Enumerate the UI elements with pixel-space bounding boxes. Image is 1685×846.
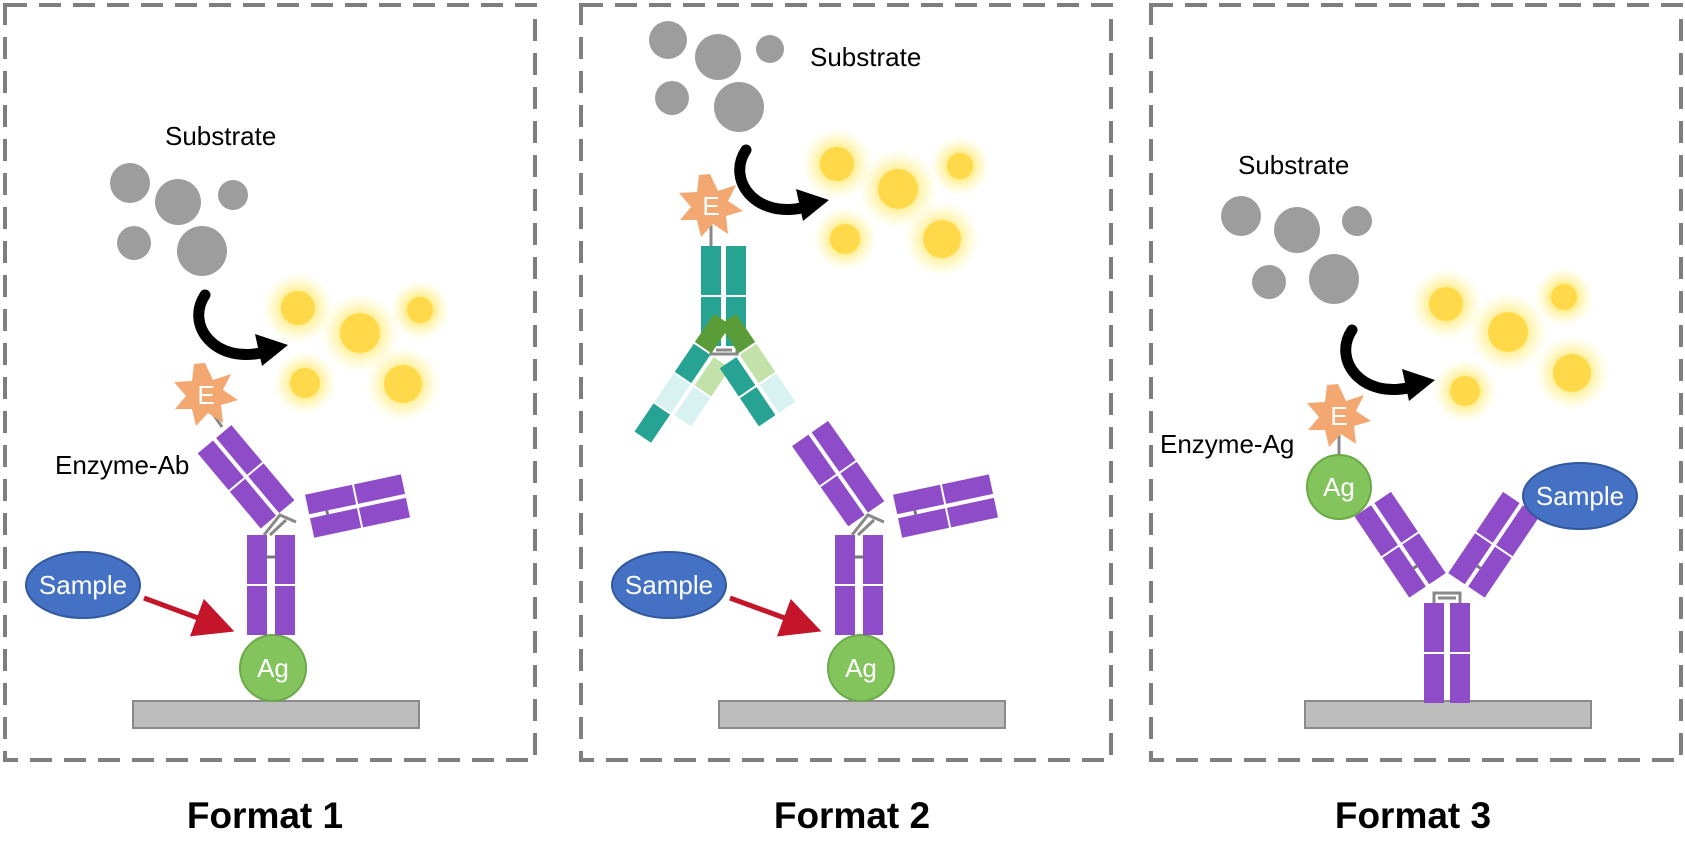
panel-border [1149, 3, 1683, 762]
antigen: Ag [1306, 454, 1372, 520]
svg-text:Sample: Sample [39, 570, 127, 600]
substrate-particles [1221, 196, 1372, 304]
substrate-label: Substrate [165, 121, 276, 151]
substrate-particles [649, 21, 784, 132]
svg-text:Ag: Ag [1323, 472, 1355, 502]
enzyme: E [679, 174, 743, 237]
conversion-arrow [193, 289, 271, 360]
colored-product [801, 128, 990, 277]
panel-title: Format 3 [1335, 795, 1491, 836]
panel-border [3, 3, 537, 762]
svg-text:Ag: Ag [845, 653, 877, 683]
plate [132, 700, 420, 729]
conjugate-label: Enzyme-Ab [55, 450, 189, 480]
panel-format-3: Substrate [1149, 3, 1683, 836]
panel-title: Format 1 [187, 795, 343, 836]
antigen: Ag [239, 634, 307, 702]
plate [1304, 700, 1592, 729]
sample: Sample [1522, 462, 1638, 530]
sample: Sample [611, 551, 727, 619]
conversion-arrow [734, 144, 812, 215]
sample-arrow [143, 595, 235, 637]
sample: Sample [25, 551, 141, 619]
panel-title: Format 2 [774, 795, 930, 836]
conversion-arrow [1340, 324, 1418, 395]
enzyme: E [1307, 384, 1371, 447]
svg-text:E: E [1330, 401, 1347, 431]
substrate-label: Substrate [1238, 150, 1349, 180]
sample-arrow [729, 595, 822, 637]
capture-antibody [1354, 491, 1540, 703]
plate [718, 700, 1006, 729]
panel-format-1: Substrate Ag [3, 3, 537, 836]
conjugate-label: Enzyme-Ag [1160, 429, 1294, 459]
substrate-label: Substrate [810, 42, 921, 72]
svg-text:E: E [702, 191, 719, 221]
substrate-particles [110, 163, 248, 276]
primary-antibody [792, 420, 999, 635]
svg-text:E: E [197, 380, 214, 410]
colored-product [262, 272, 450, 422]
panel-border [579, 3, 1113, 762]
secondary-antibody [634, 246, 796, 443]
antigen: Ag [827, 634, 895, 702]
panel-format-2: Substrate Ag [579, 3, 1113, 836]
svg-text:Sample: Sample [625, 570, 713, 600]
enzyme-antibody [197, 425, 411, 635]
svg-text:Sample: Sample [1536, 481, 1624, 511]
svg-text:Ag: Ag [257, 653, 289, 683]
colored-product [1410, 267, 1610, 423]
enzyme: E [174, 363, 238, 426]
